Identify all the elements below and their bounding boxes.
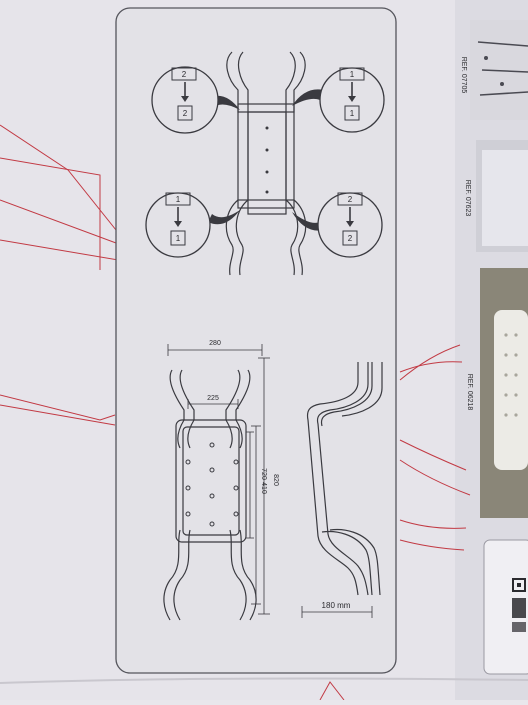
callout-bottom-left: 1 1 xyxy=(145,192,211,258)
step-number: 1 xyxy=(350,109,355,118)
ref-code: REF. 07705 xyxy=(460,57,467,94)
dimension-depth: 180 mm xyxy=(322,601,351,610)
step-number: 1 xyxy=(176,234,181,243)
step-number: 1 xyxy=(350,70,355,79)
callout-bottom-right: 2 2 xyxy=(317,192,383,258)
callout-top-left: 2 2 xyxy=(151,66,219,134)
ref-code: REF. 07623 xyxy=(464,180,471,217)
seat-holes xyxy=(185,442,239,527)
bottom-red-line xyxy=(319,681,345,701)
box-fold xyxy=(0,677,528,684)
depth-dimension-line xyxy=(301,606,373,618)
step-number: 2 xyxy=(183,109,188,118)
product-photo-2 xyxy=(476,140,528,252)
step-number: 2 xyxy=(348,234,353,243)
product-photo-3 xyxy=(480,268,528,518)
dimension-inner-width: 225 xyxy=(207,395,219,402)
dimension-length-mid: 720 xyxy=(260,468,267,480)
ref-code: REF. 06218 xyxy=(466,374,473,411)
qr-panel xyxy=(483,539,528,675)
step-number: 2 xyxy=(182,70,187,79)
dimension-length-seat: 410 xyxy=(260,482,267,494)
dimension-top-view xyxy=(163,369,257,621)
dimension-length-outer: 820 xyxy=(272,474,279,486)
dimension-lines xyxy=(167,344,270,615)
step-number: 2 xyxy=(348,195,353,204)
product-photo-1 xyxy=(470,20,528,120)
step-number: 1 xyxy=(176,195,181,204)
right-red-lines xyxy=(399,344,471,551)
assembly-seat-holes xyxy=(265,126,269,194)
dimension-overall-width: 280 xyxy=(209,340,221,347)
callout-top-right: 1 1 xyxy=(319,67,385,133)
side-profile xyxy=(306,362,383,596)
